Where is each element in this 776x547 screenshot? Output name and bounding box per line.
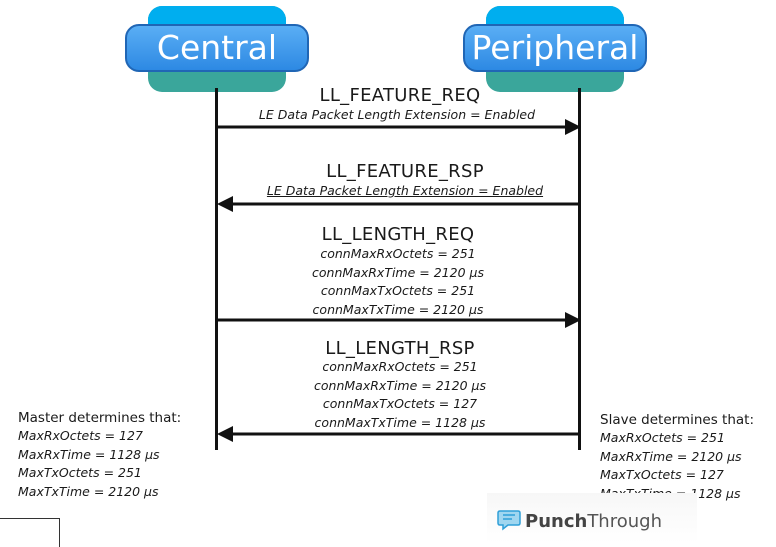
- msg-feature-req-title: LL_FEATURE_REQ: [319, 85, 481, 106]
- peripheral-node-label: Peripheral: [463, 24, 647, 72]
- slave-note-line: MaxRxOctets = 251: [600, 430, 725, 445]
- param-line: connMaxRxOctets = 251: [322, 359, 478, 374]
- master-note: Master determines that: MaxRxOctets = 12…: [18, 409, 181, 501]
- msg-length-rsp-title: LL_LENGTH_RSP: [325, 338, 475, 359]
- param-line: connMaxTxTime = 1128 µs: [314, 414, 486, 430]
- slave-note-heading: Slave determines that:: [600, 412, 755, 428]
- arrow-feature-rsp: [217, 196, 581, 212]
- peripheral-node: Peripheral: [463, 6, 647, 92]
- master-note-line: MaxTxOctets = 251: [18, 465, 142, 480]
- central-node: Central: [125, 6, 309, 92]
- slave-note-line: MaxRxTime = 2120 µs: [600, 448, 742, 464]
- logo-text-light: Through: [587, 511, 662, 532]
- central-lifeline: [215, 88, 218, 450]
- corner-frame: [0, 518, 60, 547]
- param-line: connMaxRxTime = 2120 µs: [314, 377, 486, 393]
- speech-bubble-icon: [497, 510, 521, 531]
- logo-text: PunchThrough: [525, 511, 662, 532]
- arrow-length-req: [217, 312, 581, 328]
- param-line: connMaxTxTime = 2120 µs: [312, 301, 484, 317]
- param-line: connMaxRxOctets = 251: [320, 246, 476, 261]
- logo-text-bold: Punch: [525, 511, 588, 532]
- msg-length-rsp-params: connMaxRxOctets = 251 connMaxRxTime = 21…: [250, 358, 550, 432]
- arrow-feature-req: [217, 119, 581, 135]
- msg-length-req-title: LL_LENGTH_REQ: [321, 224, 475, 245]
- param-line: connMaxRxTime = 2120 µs: [312, 264, 484, 280]
- master-note-heading: Master determines that:: [18, 410, 182, 426]
- msg-feature-req-subtitle: LE Data Packet Length Extension = Enable…: [258, 107, 536, 122]
- master-note-line: MaxRxTime = 1128 µs: [18, 446, 160, 462]
- slave-note-line: MaxTxOctets = 127: [600, 467, 724, 482]
- param-line: connMaxTxOctets = 127: [322, 396, 478, 411]
- peripheral-lifeline: [578, 88, 581, 450]
- punchthrough-logo: PunchThrough: [487, 493, 697, 543]
- msg-length-req-params: connMaxRxOctets = 251 connMaxRxTime = 21…: [248, 245, 548, 319]
- arrow-length-rsp: [217, 426, 581, 442]
- slave-note: Slave determines that: MaxRxOctets = 251…: [600, 411, 754, 503]
- master-note-line: MaxRxOctets = 127: [18, 428, 143, 443]
- master-note-line: MaxTxTime = 2120 µs: [18, 483, 159, 499]
- msg-feature-rsp-subtitle: LE Data Packet Length Extension = Enable…: [266, 183, 544, 198]
- param-line: connMaxTxOctets = 251: [320, 283, 476, 298]
- msg-feature-rsp-title: LL_FEATURE_RSP: [326, 161, 484, 182]
- central-node-label: Central: [125, 24, 309, 72]
